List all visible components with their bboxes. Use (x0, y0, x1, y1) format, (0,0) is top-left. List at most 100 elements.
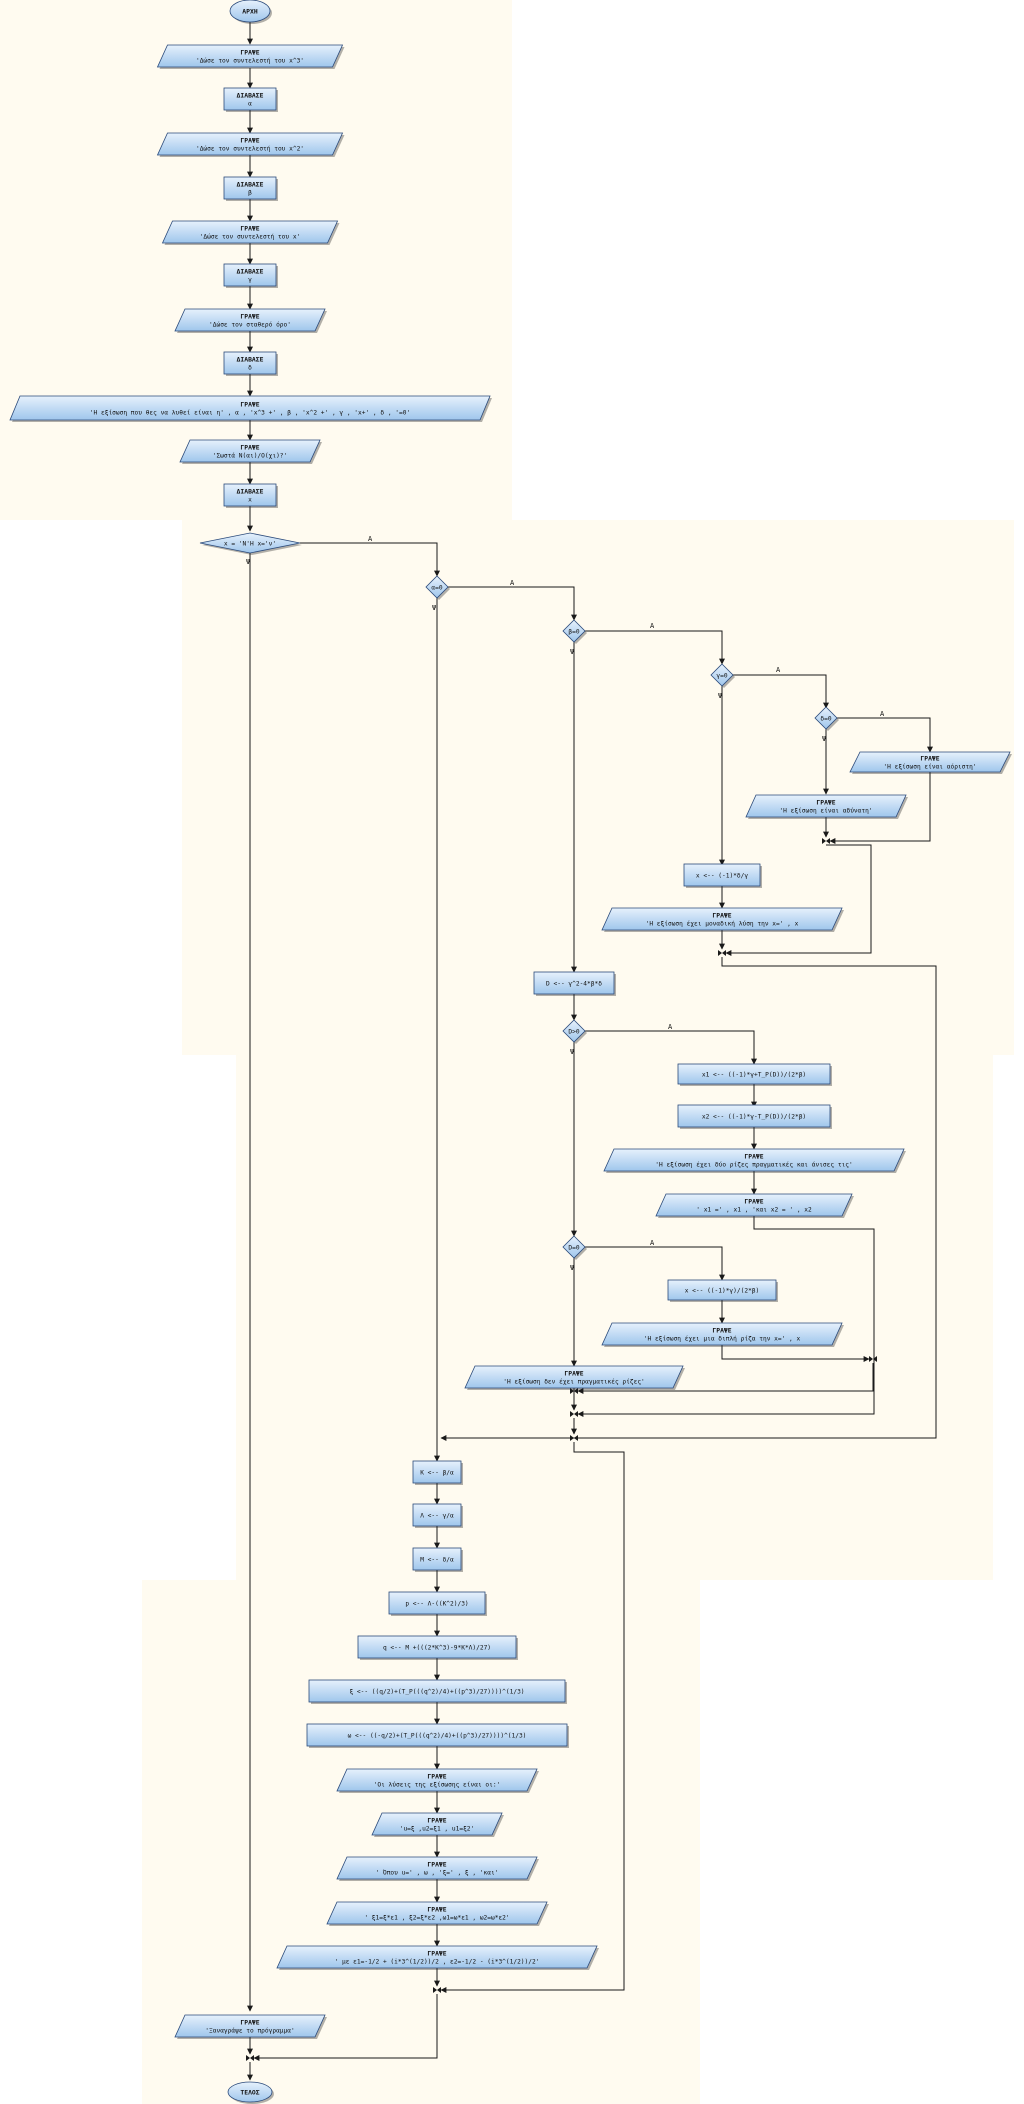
connectors (247, 22, 937, 2081)
edge-label-yes: Α (368, 535, 373, 543)
node-p-K: K <-- β/α (412, 1460, 463, 1485)
node-w1: ΓΡΑΨΕ'Δώσε τον συντελεστή του x^3' (156, 44, 345, 69)
node-p-q: q <-- M +(((2*K^3)-9*K*Λ)/27) (357, 1635, 518, 1660)
w-ind-text: 'Η εξίσωση είναι αόριστη' (883, 763, 976, 771)
node-start: ΑΡΧΗ (229, 0, 272, 24)
merge-arrow-right (437, 1987, 441, 1993)
node-w5: ΓΡΑΨΕ'Η εξίσωση που θες να λυθεί είναι η… (9, 395, 492, 422)
node-p-x2: x2 <-- ((-1)*γ-T_P(D))/(2*β) (677, 1104, 832, 1129)
node-d7: D=0 (562, 1235, 587, 1260)
r3-keyword: ΔΙΑΒΑΣΕ (237, 268, 264, 276)
merge-arrow-left (570, 1388, 574, 1394)
merge-point (822, 838, 830, 844)
w2-keyword: ΓΡΑΨΕ (240, 137, 259, 145)
w5-text: 'Η εξίσωση που θες να λυθεί είναι η' , α… (90, 409, 410, 417)
w-two1-keyword: ΓΡΑΨΕ (744, 1153, 763, 1161)
node-p-xi: ξ <-- ((q/2)+(T_P(((q^2)/4)+((p^3)/27)))… (308, 1679, 567, 1704)
r2-text: β (248, 190, 252, 197)
edge-label-yes: Α (880, 710, 885, 718)
edge-label-no: Ψ (432, 604, 436, 612)
node-w-again: ΓΡΑΨΕ'Ξαναγράψε το πρόγραμμα' (174, 2014, 327, 2039)
merge-arrow-left (570, 1411, 574, 1417)
w-c2-text: 'u=ξ ,u2=ξ1 , u1=ξ2' (400, 1826, 475, 1833)
edge-label-no: Ψ (718, 692, 722, 700)
d2-text: α=0 (431, 584, 442, 591)
w-lin-text: 'Η εξίσωση έχει μοναδική λύση την x=' , … (646, 920, 799, 928)
node-p-p: p <-- Λ-((K^2)/3) (388, 1591, 487, 1616)
d3-text: β=0 (568, 628, 579, 635)
node-d1: x = 'Ν'Η x='ν' (199, 532, 302, 555)
p-p-text: p <-- Λ-((K^2)/3) (405, 1600, 468, 1607)
node-d5: δ=0 (814, 706, 839, 731)
node-w-lin: ΓΡΑΨΕ'Η εξίσωση έχει μοναδική λύση την x… (601, 907, 844, 932)
edge-label-yes: Α (650, 622, 655, 630)
merge-arrow-left (246, 2055, 250, 2061)
w4-keyword: ΓΡΑΨΕ (240, 313, 259, 321)
d1-text: x = 'Ν'Η x='ν' (224, 540, 276, 547)
p-x1-text: x1 <-- ((-1)*γ+T_P(D))/(2*β) (702, 1071, 806, 1078)
node-d3: β=0 (562, 619, 587, 644)
w-two2-text: ' x1 =' , x1 , 'και x2 = ' , x2 (696, 1207, 812, 1214)
p-K-text: K <-- β/α (420, 1469, 454, 1476)
merge-point (570, 1388, 578, 1394)
w5-keyword: ΓΡΑΨΕ (240, 401, 259, 409)
start-text: ΑΡΧΗ (242, 7, 258, 15)
node-w-c3: ΓΡΑΨΕ' Όπου u=' , ω , 'ξ=' , ξ , 'και' (336, 1856, 539, 1881)
node-w-imp: ΓΡΑΨΕ'Η εξίσωση είναι αδύνατη' (745, 794, 908, 819)
p-lin-text: x <-- (-1)*δ/γ (696, 872, 748, 879)
merge-arrow-right (574, 1388, 578, 1394)
node-w2: ΓΡΑΨΕ'Δώσε τον συντελεστή του x^2' (156, 132, 345, 157)
w1-keyword: ΓΡΑΨΕ (240, 49, 259, 57)
merge-point (718, 950, 726, 956)
w-two2-keyword: ΓΡΑΨΕ (744, 1198, 763, 1206)
edge-label-no: Ψ (246, 558, 250, 566)
edge-label-no: Ψ (570, 1264, 574, 1272)
merge-point (570, 1411, 578, 1417)
merge-arrow-left (822, 838, 826, 844)
node-d6: D>0 (562, 1019, 587, 1044)
p-L-text: Λ <-- γ/α (420, 1512, 454, 1519)
node-p-dbl: x <-- ((-1)*γ)/(2*β) (667, 1279, 778, 1302)
edge-label-no: Ψ (570, 1048, 574, 1056)
w-c5-text: ' με ε1=-1/2 + (i*3^(1/2))/2 , ε2=-1/2 -… (335, 1959, 540, 1966)
w-none-keyword: ΓΡΑΨΕ (564, 1370, 583, 1378)
w-none-text: 'Η εξίσωση δεν έχει πραγματικές ρίζες' (503, 1378, 645, 1386)
p-q-text: q <-- M +(((2*K^3)-9*K*Λ)/27) (383, 1644, 491, 1651)
p-dbl-text: x <-- ((-1)*γ)/(2*β) (685, 1287, 760, 1294)
node-p-x1: x1 <-- ((-1)*γ+T_P(D))/(2*β) (677, 1063, 832, 1086)
w-lin-keyword: ΓΡΑΨΕ (712, 912, 731, 920)
node-w-c2: ΓΡΑΨΕ'u=ξ ,u2=ξ1 , u1=ξ2' (371, 1812, 504, 1837)
d6-text: D>0 (568, 1028, 579, 1035)
node-end: ΤΕΛΟΣ (227, 2081, 274, 2104)
merge-arrow-right (250, 2055, 254, 2061)
node-w-dbl: ΓΡΑΨΕ'Η εξίσωση έχει μια διπλή ρίζα την … (601, 1322, 844, 1347)
w-c1-text: 'Οι λύσεις της εξίσωσης είναι οι:' (374, 1781, 501, 1789)
merge-arrow-left (869, 1356, 873, 1362)
r5-text: x (248, 497, 252, 504)
w-imp-text: 'Η εξίσωση είναι αδύνατη' (779, 807, 872, 815)
node-w3: ΓΡΑΨΕ'Δώσε τον συντελεστή του x' (161, 220, 340, 245)
merge-arrow-right (826, 838, 830, 844)
edge-label-yes: Α (510, 579, 515, 587)
w-c4-keyword: ΓΡΑΨΕ (427, 1906, 446, 1914)
merge-arrow-right (722, 950, 726, 956)
d4-text: γ=0 (716, 672, 727, 679)
w3-keyword: ΓΡΑΨΕ (240, 225, 259, 233)
node-d4: γ=0 (710, 663, 735, 688)
merge-arrow-right (574, 1435, 578, 1441)
node-w-c1: ΓΡΑΨΕ'Οι λύσεις της εξίσωσης είναι οι:' (336, 1768, 539, 1793)
node-p-lin: x <-- (-1)*δ/γ (683, 863, 762, 888)
merge-arrow-right (873, 1356, 877, 1362)
merge-point (869, 1356, 877, 1362)
node-w4: ΓΡΑΨΕ'Δώσε τον σταθερό όρο' (174, 308, 327, 333)
d7-text: D=0 (568, 1244, 579, 1251)
node-p-D: D <-- γ^2-4*β*δ (533, 971, 616, 996)
w1-text: 'Δώσε τον συντελεστή του x^3' (196, 57, 304, 65)
w2-text: 'Δώσε τον συντελεστή του x^2' (196, 145, 304, 153)
w-dbl-text: 'Η εξίσωση έχει μια διπλή ρίζα την x=' ,… (644, 1335, 801, 1343)
w-c2-keyword: ΓΡΑΨΕ (427, 1817, 446, 1825)
